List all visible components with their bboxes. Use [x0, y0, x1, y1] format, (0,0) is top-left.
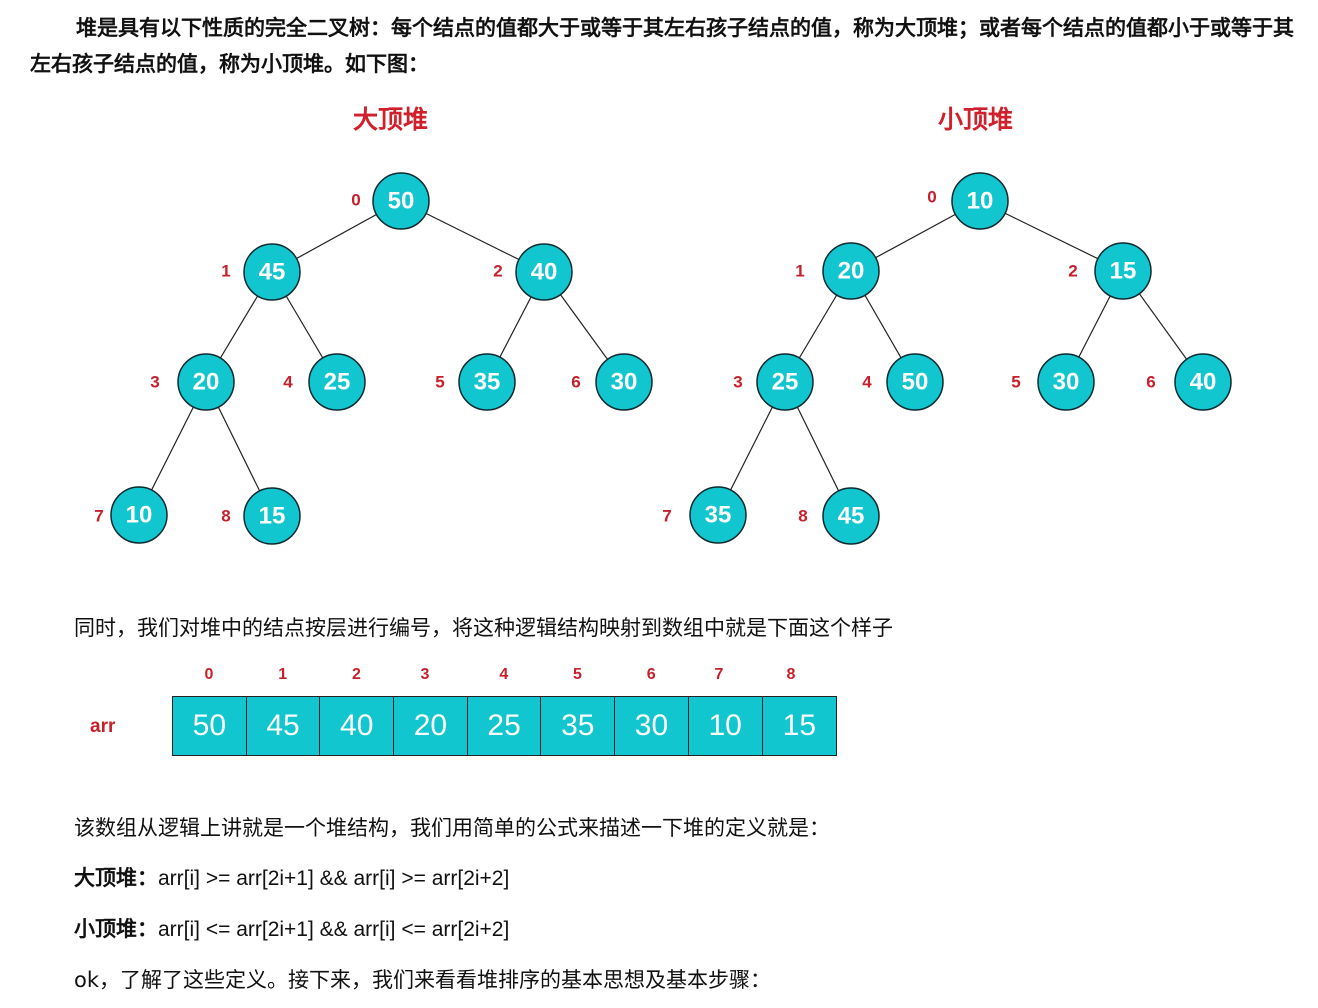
min-heap-node-value: 20 [838, 257, 865, 284]
max-heap-node [308, 353, 366, 411]
array-cell: 50 [173, 697, 247, 755]
next-steps-paragraph: ok，了解了这些定义。接下来，我们来看看堆排序的基本思想及基本步骤： [74, 968, 772, 992]
array-cell: 35 [541, 697, 616, 755]
min-heap-node-value: 15 [1110, 257, 1137, 284]
array-cells: 50 45 40 20 25 35 30 10 15 [172, 696, 838, 756]
min-heap-node-value: 10 [967, 187, 994, 214]
max-heap-formula: 大顶堆：arr[i] >= arr[2i+1] && arr[i] >= arr… [74, 862, 509, 892]
array-label: arr [90, 716, 116, 737]
min-heap-node [951, 172, 1009, 230]
max-heap-node-value: 10 [126, 501, 153, 528]
max-heap-tree: 50 0 45 1 40 2 20 3 25 4 35 5 30 6 10 7 15 8 [94, 172, 653, 545]
max-heap-node [243, 243, 301, 301]
max-heap-node [595, 353, 653, 411]
mapping-paragraph: 同时，我们对堆中的结点按层进行编号，将这种逻辑结构映射到数组中就是下面这个样子 [74, 616, 893, 640]
array-index: 4 [499, 666, 509, 683]
max-heap-node-index: 2 [493, 261, 502, 280]
min-heap-node-index: 3 [733, 372, 742, 391]
max-heap-node [110, 486, 168, 544]
max-heap-node-index: 5 [435, 372, 444, 391]
array-index: 2 [351, 666, 361, 683]
array-index: 8 [786, 666, 796, 683]
max-heap-node-value: 30 [611, 368, 638, 395]
min-heap-node [886, 353, 944, 411]
min-heap-node-index: 2 [1068, 261, 1077, 280]
array-index: 1 [278, 666, 288, 683]
max-heap-node [177, 353, 235, 411]
max-heap-node-value: 35 [474, 368, 501, 395]
max-heap-title: 大顶堆 [353, 105, 429, 134]
min-heap-tree: 10 0 20 1 15 2 25 3 50 4 30 5 40 6 35 7 45 8 [662, 172, 1232, 545]
max-heap-node-index: 4 [283, 372, 293, 391]
intro-text: 堆是具有以下性质的完全二叉树：每个结点的值都大于或等于其左右孩子结点的值，称为大… [30, 16, 1294, 76]
max-heap-formula-expr: arr[i] >= arr[2i+1] && arr[i] >= arr[2i+… [158, 867, 510, 890]
array-cell: 10 [688, 697, 763, 755]
min-heap-node [822, 242, 880, 300]
max-heap-node [515, 243, 573, 301]
max-heap-node-index: 6 [571, 372, 580, 391]
min-heap-node-index: 1 [795, 261, 804, 280]
min-heap-title: 小顶堆 [938, 105, 1014, 134]
min-heap-node-value: 45 [838, 502, 865, 529]
min-heap-node [689, 486, 747, 544]
array-index: 6 [646, 666, 656, 683]
max-heap-node-value: 40 [531, 258, 558, 285]
max-heap-node-value: 25 [324, 368, 351, 395]
min-heap-node [1094, 242, 1152, 300]
max-heap-node [372, 172, 430, 230]
array-index: 0 [204, 666, 214, 683]
min-heap-node-index: 8 [798, 506, 807, 525]
max-heap-node [243, 487, 301, 545]
min-heap-node-index: 4 [862, 372, 872, 391]
array-cell: 25 [467, 697, 542, 755]
max-heap-node-index: 3 [150, 372, 159, 391]
formula-intro-paragraph: 该数组从逻辑上讲就是一个堆结构，我们用简单的公式来描述一下堆的定义就是： [74, 816, 830, 840]
min-heap-node-value: 25 [772, 368, 799, 395]
max-heap-node-value: 15 [259, 502, 286, 529]
min-heap-node-index: 7 [662, 506, 671, 525]
min-heap-node [822, 487, 880, 545]
max-heap-node [458, 353, 516, 411]
min-heap-node-value: 35 [705, 501, 732, 528]
max-heap-node-index: 8 [221, 506, 230, 525]
array-cell: 30 [615, 697, 689, 755]
max-heap-node-value: 45 [259, 258, 286, 285]
min-heap-node-value: 50 [902, 368, 929, 395]
max-heap-node-index: 0 [351, 190, 360, 209]
array-cell: 40 [320, 697, 395, 755]
max-heap-node-value: 20 [193, 368, 220, 395]
array-index: 7 [714, 666, 724, 683]
min-heap-node-value: 40 [1190, 368, 1217, 395]
array-cell: 20 [394, 697, 468, 755]
array-cell: 15 [762, 697, 837, 755]
min-heap-node-value: 30 [1053, 368, 1080, 395]
max-heap-node-value: 50 [388, 187, 415, 214]
array-index: 3 [420, 666, 430, 683]
min-heap-formula-expr: arr[i] <= arr[2i+1] && arr[i] <= arr[2i+… [158, 918, 510, 941]
array-index: 5 [573, 666, 582, 683]
min-heap-formula: 小顶堆：arr[i] <= arr[2i+1] && arr[i] <= arr… [74, 913, 509, 943]
min-heap-node-index: 6 [1146, 372, 1155, 391]
min-heap-node [756, 353, 814, 411]
array-cell: 45 [246, 697, 321, 755]
min-heap-node-index: 5 [1011, 372, 1020, 391]
min-heap-node [1174, 353, 1232, 411]
max-heap-node-index: 1 [221, 261, 230, 280]
min-heap-formula-label: 小顶堆： [74, 917, 158, 941]
max-heap-node-index: 7 [94, 506, 103, 525]
max-heap-formula-label: 大顶堆： [74, 866, 158, 890]
intro-paragraph: 堆是具有以下性质的完全二叉树：每个结点的值都大于或等于其左右孩子结点的值，称为大… [30, 10, 1300, 82]
min-heap-node-index: 0 [927, 187, 936, 206]
min-heap-node [1037, 353, 1095, 411]
